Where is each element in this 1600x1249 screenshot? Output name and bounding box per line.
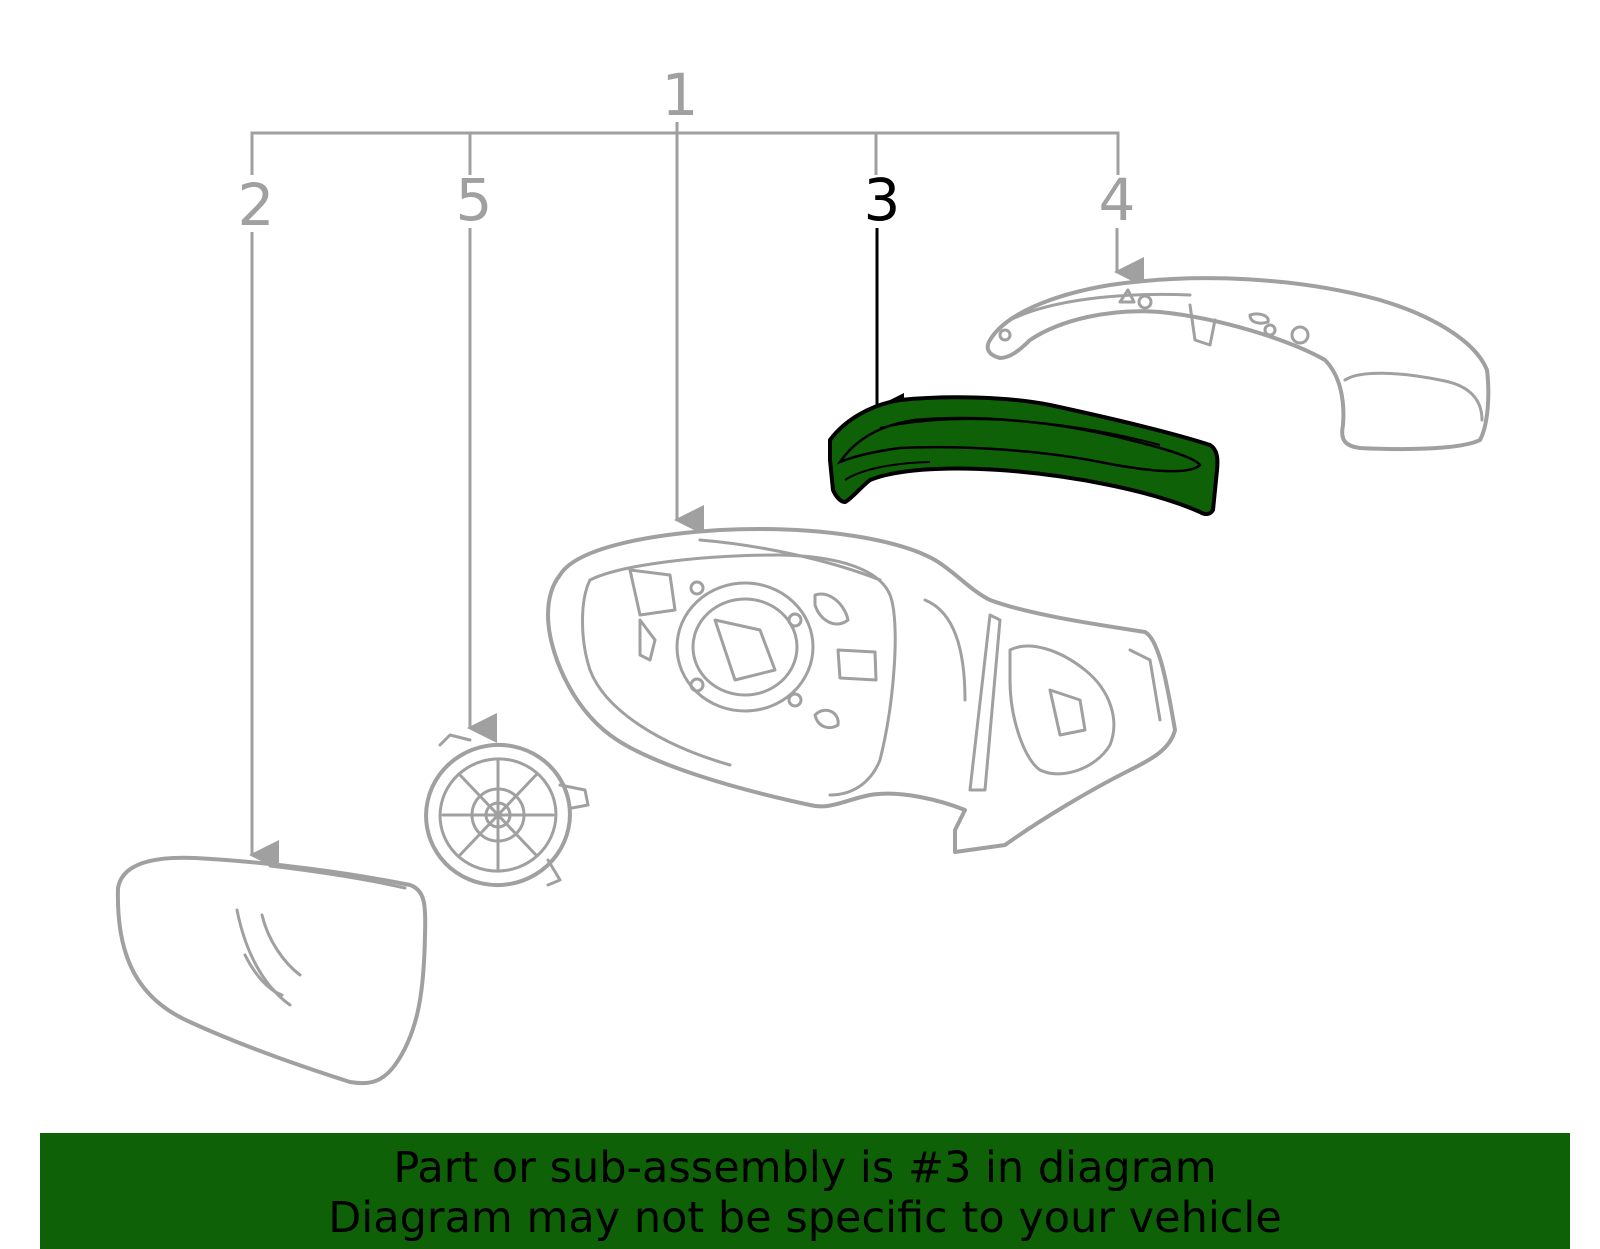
callout-2: 2 bbox=[238, 171, 275, 239]
callout-4: 4 bbox=[1099, 166, 1136, 234]
callout-5: 5 bbox=[456, 166, 493, 234]
callout-1: 1 bbox=[662, 61, 699, 129]
banner-line-2: Diagram may not be specific to your vehi… bbox=[328, 1193, 1282, 1243]
leader-lines bbox=[249, 122, 1144, 870]
callout-3: 3 bbox=[864, 166, 901, 234]
part-1-mirror-assembly bbox=[546, 527, 1177, 854]
info-banner: Part or sub-assembly is #3 in diagram Di… bbox=[40, 1133, 1570, 1249]
part-2-mirror-glass bbox=[115, 855, 428, 1086]
part-5-actuator bbox=[424, 733, 590, 888]
banner-line-1: Part or sub-assembly is #3 in diagram bbox=[393, 1143, 1217, 1193]
part-3-turn-signal-lamp bbox=[828, 395, 1220, 517]
part-4-mirror-cover bbox=[985, 276, 1491, 452]
